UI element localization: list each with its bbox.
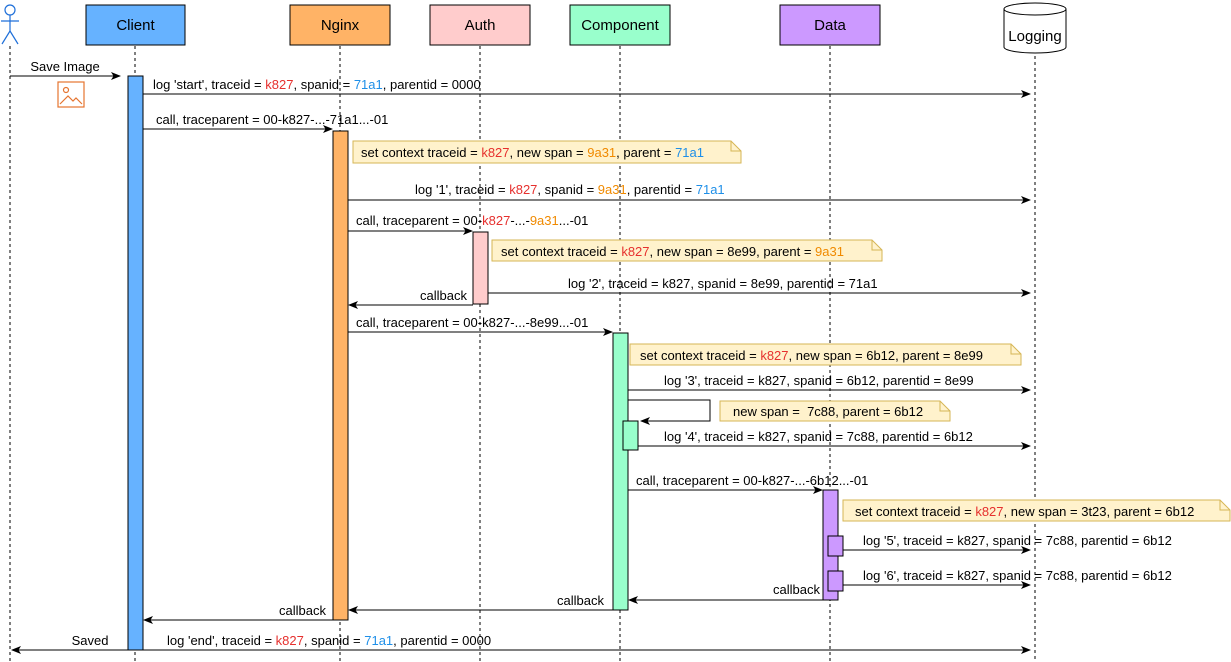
note-component <box>629 343 1022 366</box>
participant-logging-label: Logging <box>1008 28 1061 45</box>
note-auth <box>491 239 883 262</box>
participant-data-box <box>779 4 881 46</box>
label-log-5: log '5', traceid = k827, spanid = 7c88, … <box>863 533 1172 548</box>
activations <box>127 75 844 651</box>
arrows <box>10 72 1031 654</box>
participant-component-label: Component <box>581 17 659 34</box>
label-log-6: log '6', traceid = k827, spanid = 7c88, … <box>863 568 1172 583</box>
label-note-component: set context traceid = k827, new span = 6… <box>640 348 983 363</box>
label-call-component: call, traceparent = 00-k827-...-8e99...-… <box>356 315 588 330</box>
participant-component-box <box>569 4 671 46</box>
label-log-4: log '4', traceid = k827, spanid = 7c88, … <box>664 429 973 444</box>
label-log-3: log '3', traceid = k827, spanid = 6b12, … <box>664 373 974 388</box>
label-log-start: log 'start', traceid = k827, spanid = 71… <box>153 77 481 92</box>
label-note-nginx: set context traceid = k827, new span = 9… <box>361 145 704 160</box>
arrow-self-call <box>628 399 711 425</box>
activation-auth <box>472 231 489 305</box>
activation-data-log5 <box>827 535 844 557</box>
label-callback-component: callback <box>557 593 604 608</box>
label-note-self: new span = 7c88, parent = 6b12 <box>733 404 923 419</box>
activation-nginx <box>332 130 349 621</box>
participant-nginx-label: Nginx <box>321 17 360 34</box>
participant-auth: Auth <box>429 4 531 46</box>
label-save-image: Save Image <box>30 59 99 74</box>
participant-component: Component <box>569 4 671 46</box>
participant-nginx: Nginx <box>289 4 391 46</box>
notes <box>352 140 1231 522</box>
participant-auth-label: Auth <box>465 17 496 34</box>
label-call-nginx: call, traceparent = 00-k827-...-71a1...-… <box>156 112 388 127</box>
participant-auth-box <box>429 4 531 46</box>
logging-database-icon <box>1003 2 1067 54</box>
image-icon <box>57 81 85 108</box>
note-data <box>842 499 1231 522</box>
label-note-auth: set context traceid = k827, new span = 8… <box>501 244 844 259</box>
note-folds <box>730 141 1230 511</box>
participant-data: Data <box>779 4 881 46</box>
participant-client-box <box>85 4 186 46</box>
label-log-2: log '2', traceid = k827, spanid = 8e99, … <box>568 276 878 291</box>
note-self <box>719 400 951 422</box>
label-callback-data: callback <box>773 582 820 597</box>
label-log-end: log 'end', traceid = k827, spanid = 71a1… <box>167 633 491 648</box>
activation-component-self <box>622 420 639 451</box>
label-callback-auth: callback <box>420 288 467 303</box>
label-saved: Saved <box>72 633 109 648</box>
user-actor-icon <box>1 4 19 45</box>
note-nginx <box>352 140 742 164</box>
participant-client: Client <box>85 4 186 46</box>
activation-client <box>127 75 144 651</box>
label-note-data: set context traceid = k827, new span = 3… <box>855 504 1194 519</box>
label-callback-nginx: callback <box>279 603 326 618</box>
label-log-1: log '1', traceid = k827, spanid = 9a31, … <box>415 182 725 197</box>
activation-component <box>612 332 629 611</box>
participant-data-label: Data <box>814 17 846 34</box>
participant-logging: Logging <box>1003 2 1067 54</box>
activation-data-log6 <box>827 570 844 592</box>
label-call-auth: call, traceparent = 00-k827-...-9a31...-… <box>356 213 588 228</box>
participant-nginx-box <box>289 4 391 46</box>
label-call-data: call, traceparent = 00-k827-...-6b12...-… <box>636 473 868 488</box>
participant-client-label: Client <box>116 17 155 34</box>
